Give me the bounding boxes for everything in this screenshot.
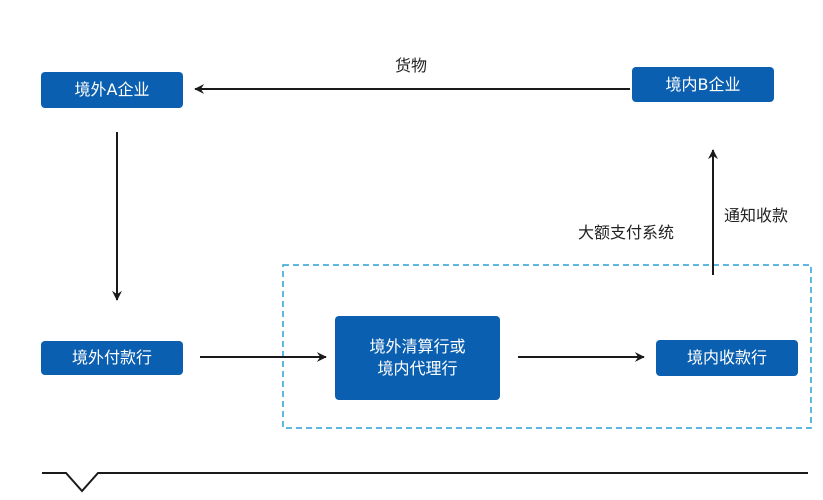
clearing-bank-label-line2: 境内代理行 [377, 359, 458, 378]
domestic-receiving-bank: 境内收款行 [656, 340, 798, 376]
large-payment-system-label: 大额支付系统 [578, 223, 675, 242]
overseas-company-a: 境外A企业 [41, 72, 183, 108]
notify-collection-label: 通知收款 [724, 206, 789, 225]
large-payment-system-boundary [282, 264, 812, 429]
overseas-company-a-label: 境外A企业 [74, 80, 150, 99]
domestic-receiving-bank-label: 境内收款行 [686, 348, 767, 367]
goods-label: 货物 [395, 56, 428, 75]
overseas-paying-bank: 境外付款行 [41, 341, 183, 375]
overseas-paying-bank-label: 境外付款行 [71, 348, 152, 367]
clearing-or-agent-bank: 境外清算行或 境内代理行 [335, 316, 500, 400]
domestic-company-b-label: 境内B企业 [665, 74, 741, 94]
domestic-company-b: 境内B企业 [632, 67, 774, 102]
clearing-bank-label-line1: 境外清算行或 [369, 337, 466, 356]
bottom-divider [42, 472, 808, 493]
